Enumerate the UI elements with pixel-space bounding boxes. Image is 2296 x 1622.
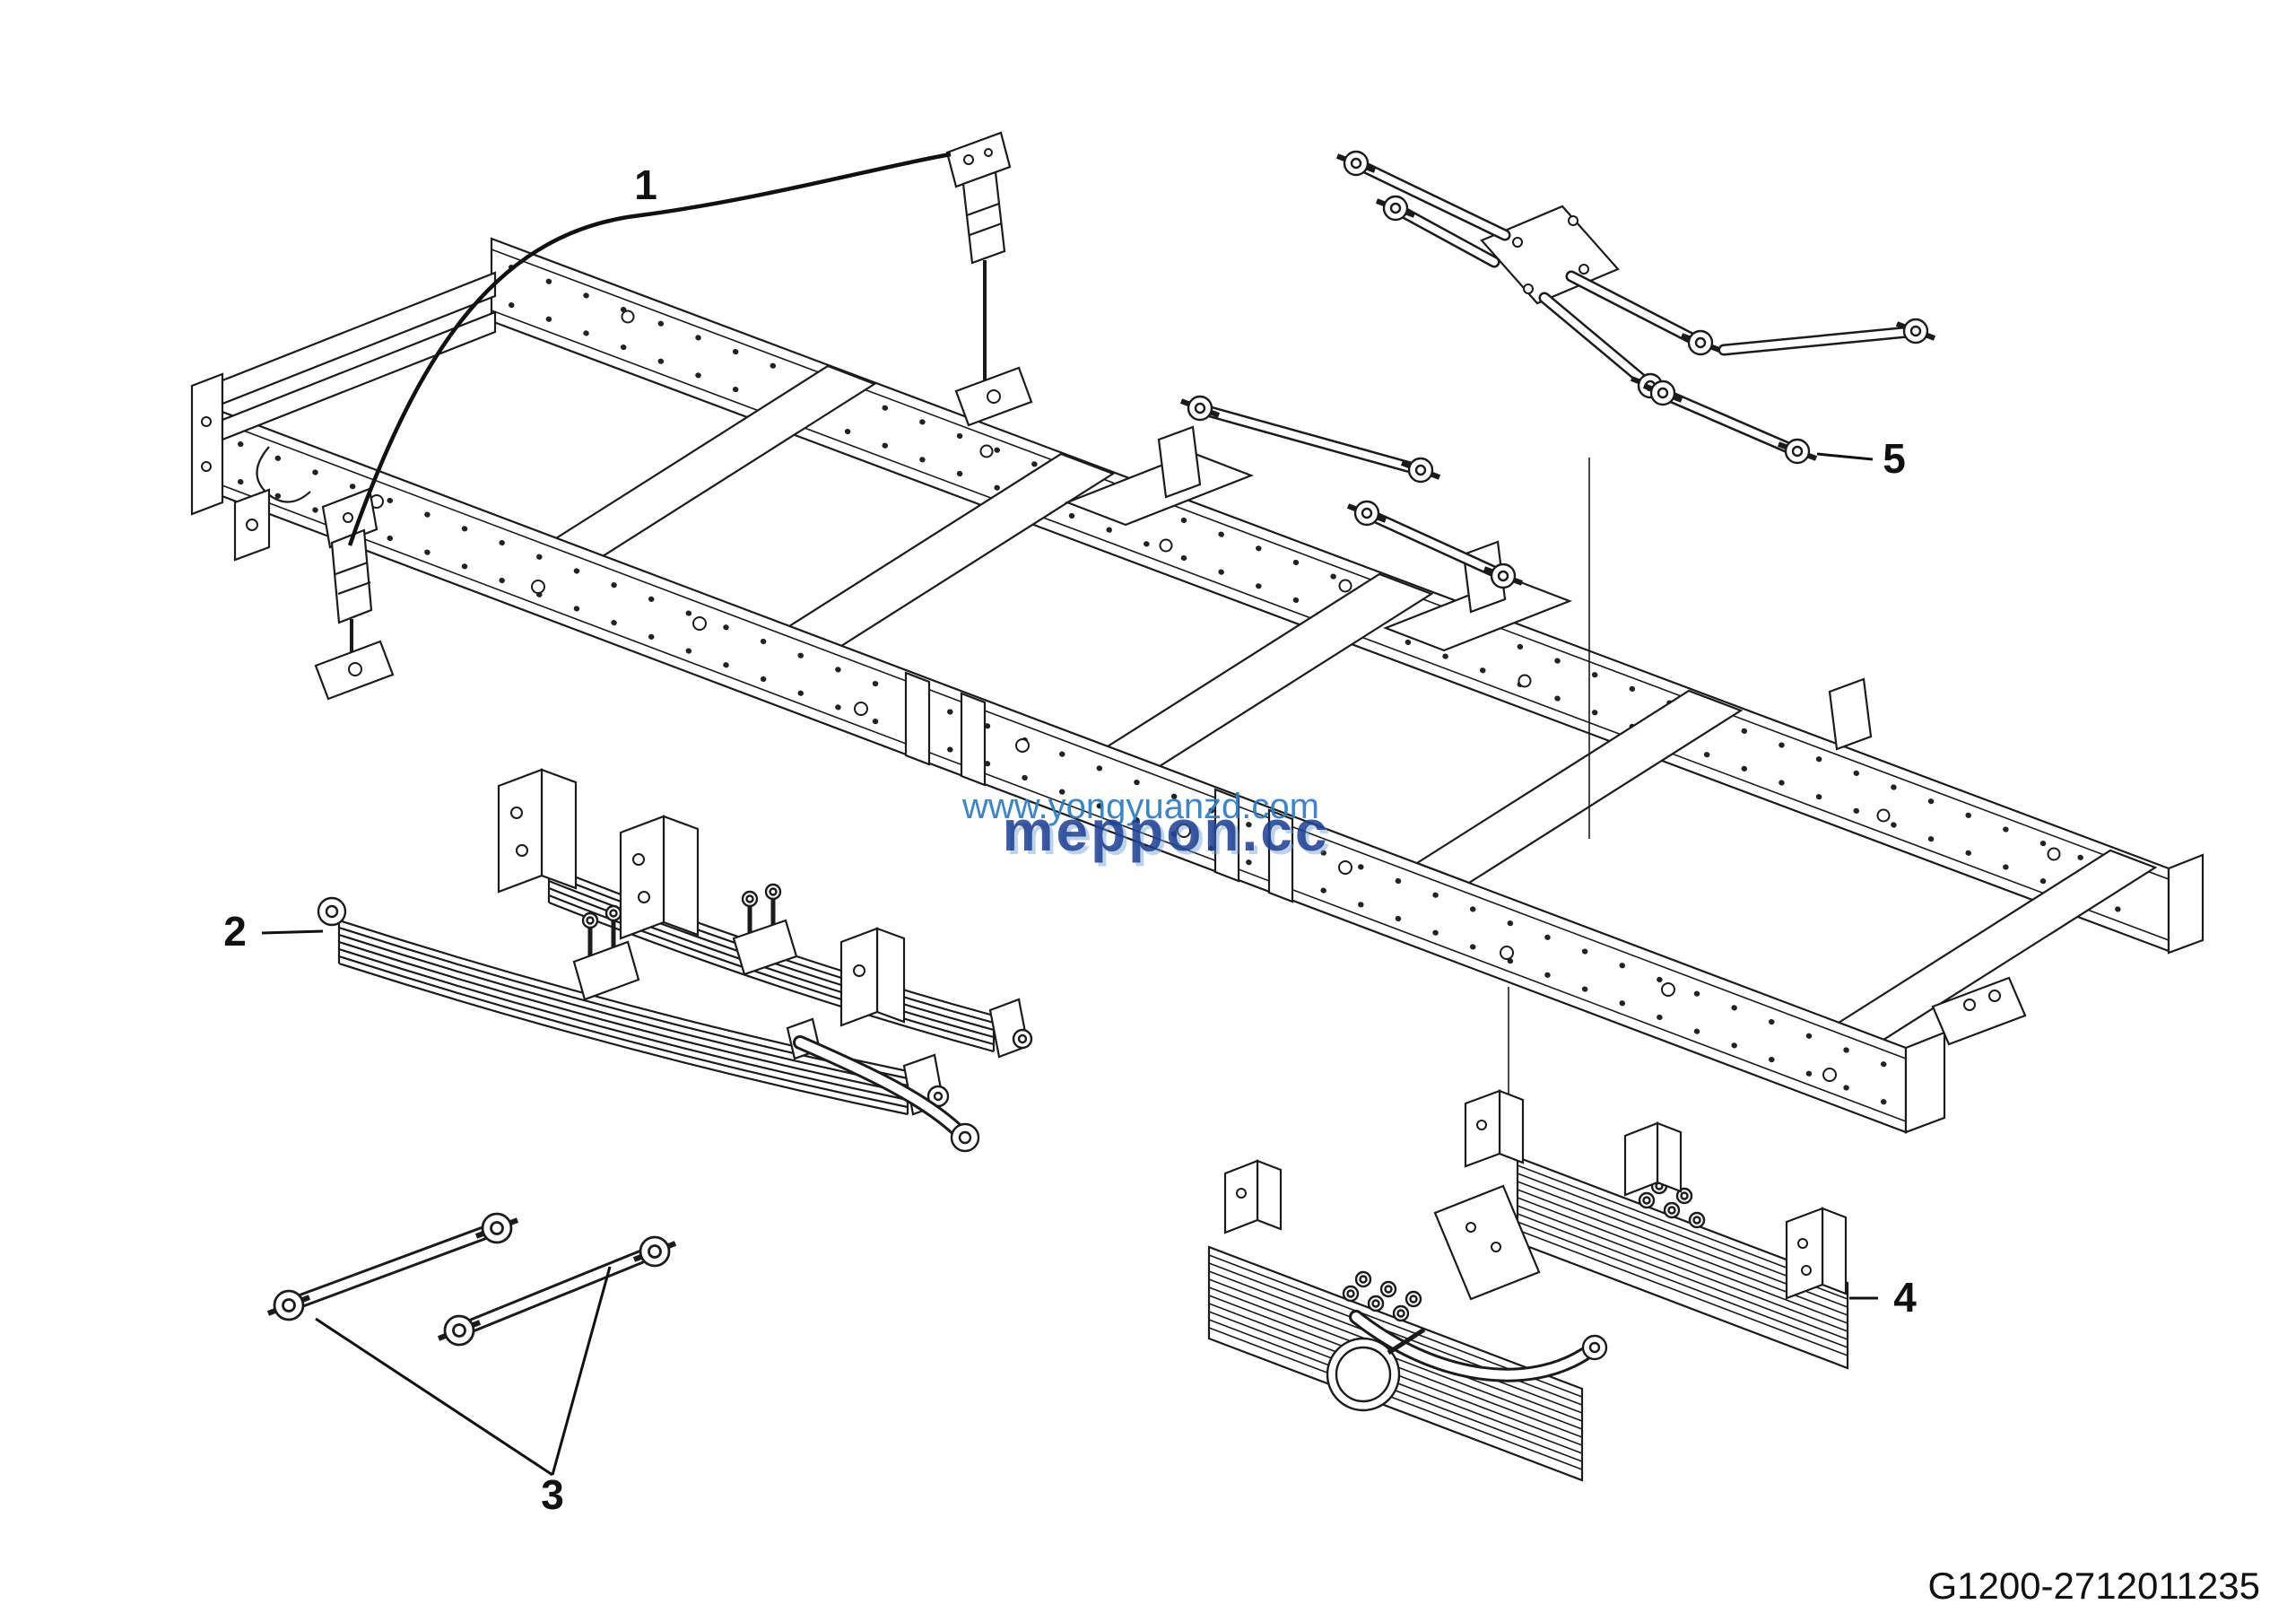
callout-leaders [261, 452, 1878, 1477]
chassis-frame [190, 237, 2205, 1134]
spring-hanger-bracket [839, 927, 906, 1027]
callout-label-4: 4 [1893, 1274, 1917, 1321]
callout-label-3: 3 [541, 1471, 564, 1518]
callout-3-leader [315, 1317, 553, 1477]
near-frame-rail [218, 409, 2027, 1134]
callout-1-leader-curve [347, 152, 952, 546]
watermark-brand-shadow: meppon.cc [1006, 802, 1334, 867]
front-crossmember-module [190, 271, 497, 562]
torque-rod-assembly [1181, 152, 1935, 839]
spring-hanger-bracket [497, 768, 578, 894]
callout-2-leader [261, 929, 324, 935]
watermark-brand: meppon.cc [1003, 798, 1330, 863]
drawing-number: G1200-2712011235 [1927, 1565, 2260, 1607]
callout-label-1: 1 [634, 161, 657, 208]
callout-3-leader [551, 1266, 612, 1476]
front-leaf-spring-assembly [317, 768, 1033, 1153]
spring-hanger-bracket [619, 815, 700, 940]
cab-shock-absorber-right [945, 131, 1033, 427]
frame-crossmembers [553, 364, 2158, 1042]
rear-suspension-assembly [1207, 987, 1849, 1482]
callout-label-5: 5 [1883, 435, 1906, 482]
torque-rod-pair [268, 1214, 675, 1345]
callout-label-2: 2 [223, 908, 247, 955]
callout-5-leader [1816, 452, 1874, 461]
watermark-url: www.yongyuanzd.com [961, 787, 1319, 826]
